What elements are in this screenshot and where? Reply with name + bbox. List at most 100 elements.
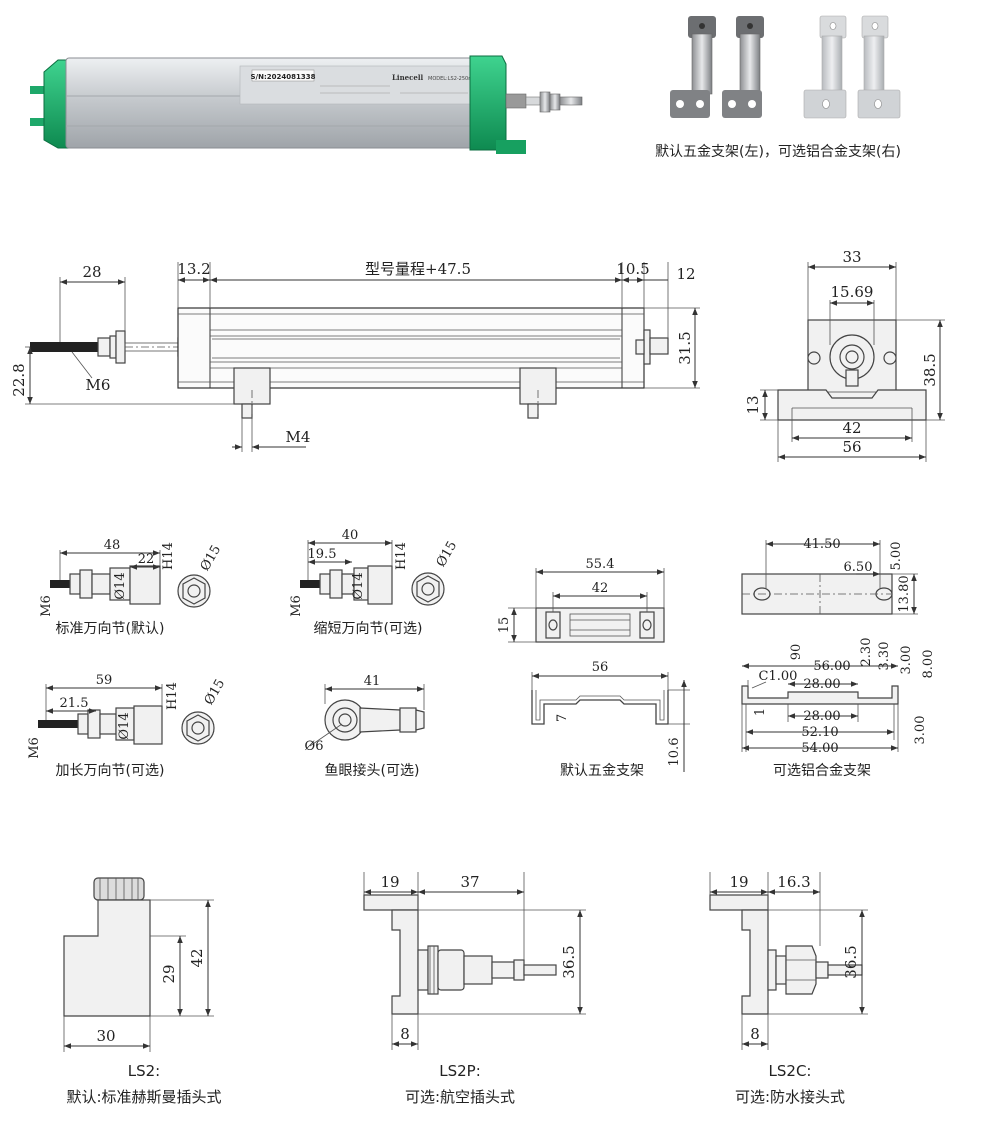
alu-bracket-photo-2 bbox=[857, 15, 901, 119]
alu-caption: 可选铝合金支架 bbox=[773, 763, 871, 779]
j1-caption: 标准万向节(默认) bbox=[56, 621, 165, 637]
ls2-caption: 默认:标准赫斯曼插头式 bbox=[66, 1088, 221, 1106]
fisheye-d6: Ø6 bbox=[305, 739, 324, 754]
dim-15-69: 15.69 bbox=[831, 283, 874, 301]
dim-13-2: 13.2 bbox=[177, 260, 210, 278]
dim-31-5: 31.5 bbox=[676, 331, 694, 364]
j1-m6: M6 bbox=[39, 595, 54, 617]
connector-ls2p: 19 37 36.5 8 LS2P: 可选:航空插头式 bbox=[363, 872, 586, 1106]
ls2c-dim-36-5: 36.5 bbox=[842, 945, 860, 978]
alu-dim-c1: C1.00 bbox=[759, 669, 798, 684]
hw-caption: 默认五金支架 bbox=[560, 763, 644, 779]
ls2p-title: LS2P: bbox=[439, 1062, 481, 1080]
label-m6: M6 bbox=[86, 376, 111, 394]
j1-dim-22: 22 bbox=[138, 552, 155, 567]
dim-13: 13 bbox=[744, 395, 762, 414]
hw-dim-10-6: 10.6 bbox=[667, 738, 682, 767]
bracket-photos: 默认五金支架(左)，可选铝合金支架(右) bbox=[655, 15, 901, 160]
hw-dim-15: 15 bbox=[497, 617, 512, 634]
dim-42: 42 bbox=[842, 419, 861, 437]
dim-10-5: 10.5 bbox=[616, 260, 649, 278]
j1-d14: Ø14 bbox=[113, 572, 128, 599]
ls2c-dim-8: 8 bbox=[750, 1025, 760, 1043]
j3-m6: M6 bbox=[27, 737, 42, 759]
dim-33: 33 bbox=[842, 248, 861, 266]
connector-ls2: 42 29 30 LS2: 默认:标准赫斯曼插头式 bbox=[63, 877, 222, 1106]
alu-dim-3-00b: 3.00 bbox=[913, 716, 928, 745]
alu-dim-54-00: 54.00 bbox=[801, 741, 838, 756]
ls2p-dim-37: 37 bbox=[460, 873, 479, 891]
label-m4: M4 bbox=[286, 428, 311, 446]
ls2p-dim-19: 19 bbox=[380, 873, 399, 891]
alu-bracket-photo-1 bbox=[803, 15, 847, 119]
alu-dim-28-00a: 28.00 bbox=[803, 677, 840, 692]
j3-caption: 加长万向节(可选) bbox=[56, 763, 165, 779]
joint-long: 59 21.5 Ø14 M6 H14 Ø15 加长万向节(可选) bbox=[27, 673, 228, 779]
bracket-photo-caption: 默认五金支架(左)，可选铝合金支架(右) bbox=[655, 144, 901, 160]
ls2-dim-29: 29 bbox=[160, 964, 178, 983]
joint-standard: 48 22 Ø14 M6 H14 Ø15 标准万向节(默认) bbox=[39, 538, 224, 637]
alu-dim-1: 1 bbox=[753, 708, 768, 716]
alu-dim-13-80: 13.80 bbox=[897, 575, 912, 612]
alu-dim-3-00a: 3.00 bbox=[899, 646, 914, 675]
ls2p-dim-36-5: 36.5 bbox=[560, 945, 578, 978]
j2-h14: H14 bbox=[394, 542, 409, 570]
ls2c-dim-16-3: 16.3 bbox=[777, 873, 810, 891]
j2-m6: M6 bbox=[289, 595, 304, 617]
model-label: MODEL:LS2-250mm bbox=[428, 76, 478, 82]
joint-fisheye: 41 Ø6 鱼眼接头(可选) bbox=[305, 674, 425, 779]
alu-bracket-drawing: 41.50 6.50 5.00 13.80 90 2.30 3.30 3.00 … bbox=[741, 537, 936, 779]
j3-d14: Ø14 bbox=[117, 712, 132, 739]
fisheye-caption: 鱼眼接头(可选) bbox=[325, 762, 420, 779]
alu-dim-90: 90 bbox=[789, 644, 804, 661]
ls2-dim-42: 42 bbox=[188, 948, 206, 967]
alu-dim-8-00: 8.00 bbox=[921, 650, 936, 679]
main-side-view: 28 13.2 型号量程+47.5 10.5 12 31.5 22.8 M6 M… bbox=[10, 260, 700, 452]
j2-dim-40: 40 bbox=[342, 528, 359, 543]
alu-dim-28-00b: 28.00 bbox=[803, 709, 840, 724]
j3-h14: H14 bbox=[165, 682, 180, 710]
hw-dim-7: 7 bbox=[555, 714, 570, 722]
end-view: 33 15.69 38.5 13 42 56 bbox=[744, 248, 945, 462]
ls2p-caption: 可选:航空插头式 bbox=[405, 1088, 515, 1106]
alu-dim-56-00: 56.00 bbox=[813, 659, 850, 674]
hw-dim-56: 56 bbox=[592, 660, 609, 675]
alu-dim-52-10: 52.10 bbox=[801, 725, 838, 740]
j1-h14: H14 bbox=[161, 542, 176, 570]
j2-d15: Ø15 bbox=[434, 539, 461, 570]
alu-dim-5-00: 5.00 bbox=[889, 542, 904, 571]
j1-dim-48: 48 bbox=[104, 538, 121, 553]
connector-ls2c: 19 16.3 36.5 8 LS2C: 可选:防水接头式 bbox=[709, 872, 868, 1106]
hw-dim-55-4: 55.4 bbox=[586, 557, 615, 572]
ls2-dim-30: 30 bbox=[96, 1027, 115, 1045]
serial-label: S/N:2024081338 bbox=[251, 73, 316, 81]
ls2c-title: LS2C: bbox=[769, 1062, 812, 1080]
dim-stroke: 型号量程+47.5 bbox=[365, 260, 471, 278]
hardware-bracket-photo-1 bbox=[670, 16, 716, 118]
j3-d15: Ø15 bbox=[202, 677, 229, 708]
dim-56: 56 bbox=[842, 438, 861, 456]
j3-dim-21-5: 21.5 bbox=[60, 696, 89, 711]
joint-short: 40 19.5 Ø14 M6 H14 Ø15 缩短万向节(可选) bbox=[289, 528, 460, 637]
ls2c-caption: 可选:防水接头式 bbox=[735, 1088, 845, 1106]
j2-caption: 缩短万向节(可选) bbox=[314, 621, 423, 637]
alu-dim-6-50: 6.50 bbox=[844, 560, 873, 575]
ls2c-dim-19: 19 bbox=[729, 873, 748, 891]
j1-d15: Ø15 bbox=[198, 543, 225, 574]
sensor-photo: S/N:2024081338 Linecell MODEL:LS2-250mm bbox=[30, 55, 583, 154]
dim-38-5: 38.5 bbox=[921, 353, 939, 386]
dim-28: 28 bbox=[82, 263, 101, 281]
dim-12: 12 bbox=[676, 265, 695, 283]
j2-d14: Ø14 bbox=[351, 572, 366, 599]
hw-dim-42: 42 bbox=[592, 581, 609, 596]
ls2-title: LS2: bbox=[128, 1062, 160, 1080]
hardware-bracket-photo-2 bbox=[722, 16, 764, 118]
alu-dim-2-30: 2.30 bbox=[859, 638, 874, 667]
j3-dim-59: 59 bbox=[96, 673, 113, 688]
brand-label: Linecell bbox=[392, 73, 423, 82]
j2-dim-19-5: 19.5 bbox=[308, 547, 337, 562]
ls2p-dim-8: 8 bbox=[400, 1025, 410, 1043]
hardware-bracket-drawing: 55.4 42 15 56 7 10.6 默认五金支架 bbox=[497, 557, 690, 779]
fisheye-dim-41: 41 bbox=[364, 674, 381, 689]
